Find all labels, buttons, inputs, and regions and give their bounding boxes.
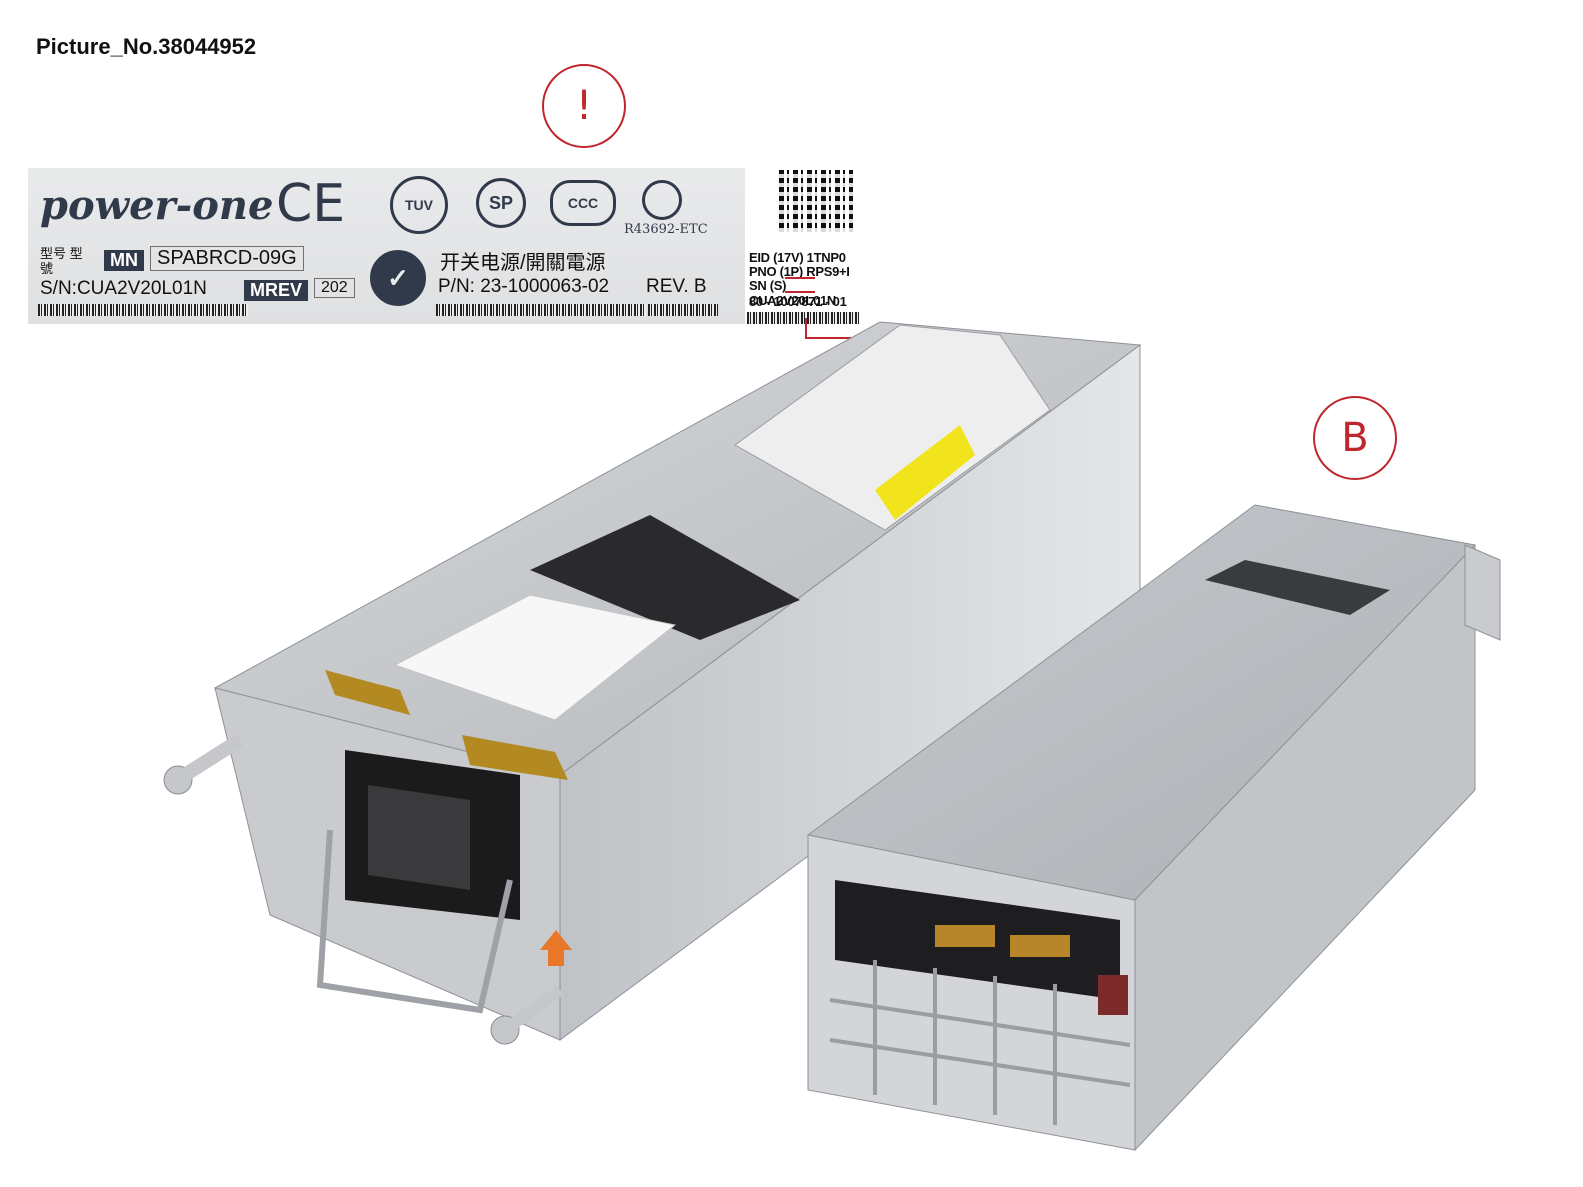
capacitor <box>1098 975 1128 1015</box>
chinese-description: 开关电源/開關電源 <box>440 252 606 274</box>
etc-mark-icon <box>642 180 682 220</box>
revision: REV. B <box>646 276 707 297</box>
ac-socket <box>368 785 470 890</box>
qr-code-icon <box>779 170 853 232</box>
barcode-icon <box>436 304 646 316</box>
picture-caption: Picture_No.38044952 <box>36 34 257 59</box>
mrev-tag: MREV <box>244 280 309 301</box>
ce-mark: CE <box>276 174 346 234</box>
warning-sticker <box>875 425 975 520</box>
psu-a-handle <box>316 829 513 1014</box>
model-prefix: 型号 型號 <box>40 246 83 276</box>
c-tick-mark-icon: ✓ <box>370 250 426 306</box>
product-label-zoom: power-one CE TUV SP CCC R43692-ETC 型号 型號… <box>28 168 763 324</box>
secondary-label-zoom: EID (17V) 1TNP0 PNO (1P) RPS9+I SN (S) C… <box>745 168 861 324</box>
brand-logo: power-one <box>40 182 274 229</box>
pno-text: PNO (1P) RPS9+I <box>749 264 850 279</box>
callout-b: B <box>1313 396 1397 480</box>
ccc-mark-icon: CCC <box>550 180 616 226</box>
sn-text: SN (S) CUA2V20L01N <box>749 278 837 308</box>
pin-block <box>1010 935 1070 957</box>
tuv-mark-icon: TUV <box>390 176 448 234</box>
psu-b-vent <box>1205 560 1390 615</box>
barcode-icon <box>747 312 859 324</box>
psu-b-grille <box>829 960 1131 1125</box>
orange-arrow-icon <box>540 930 572 966</box>
pin-block <box>935 925 995 947</box>
callout-exclamation: ! <box>542 64 626 148</box>
eid-text: EID (17V) 1TNP0 <box>749 250 846 265</box>
model-number: SPABRCD-09G <box>150 246 304 271</box>
part-number: P/N: 23-1000063-02 <box>438 276 610 297</box>
psu-a-warning-card <box>393 594 677 721</box>
barcode-icon <box>38 304 248 316</box>
contact-left <box>325 670 410 715</box>
barcode-icon <box>648 304 718 316</box>
mn-tag: MN <box>104 250 144 271</box>
etc-code: R43692-ETC <box>624 222 708 237</box>
serial-number: S/N:CUA2V20L01N <box>40 278 207 299</box>
csa-mark-icon: SP <box>476 178 526 228</box>
mrev-value: 202 <box>314 278 355 298</box>
part-code-text: 80 - 1007871 - 01 <box>749 294 847 309</box>
contact-right <box>462 735 568 780</box>
psu-a-vent <box>530 515 800 640</box>
psu-a-label <box>734 324 1051 531</box>
psu-b-tab <box>1464 544 1501 641</box>
